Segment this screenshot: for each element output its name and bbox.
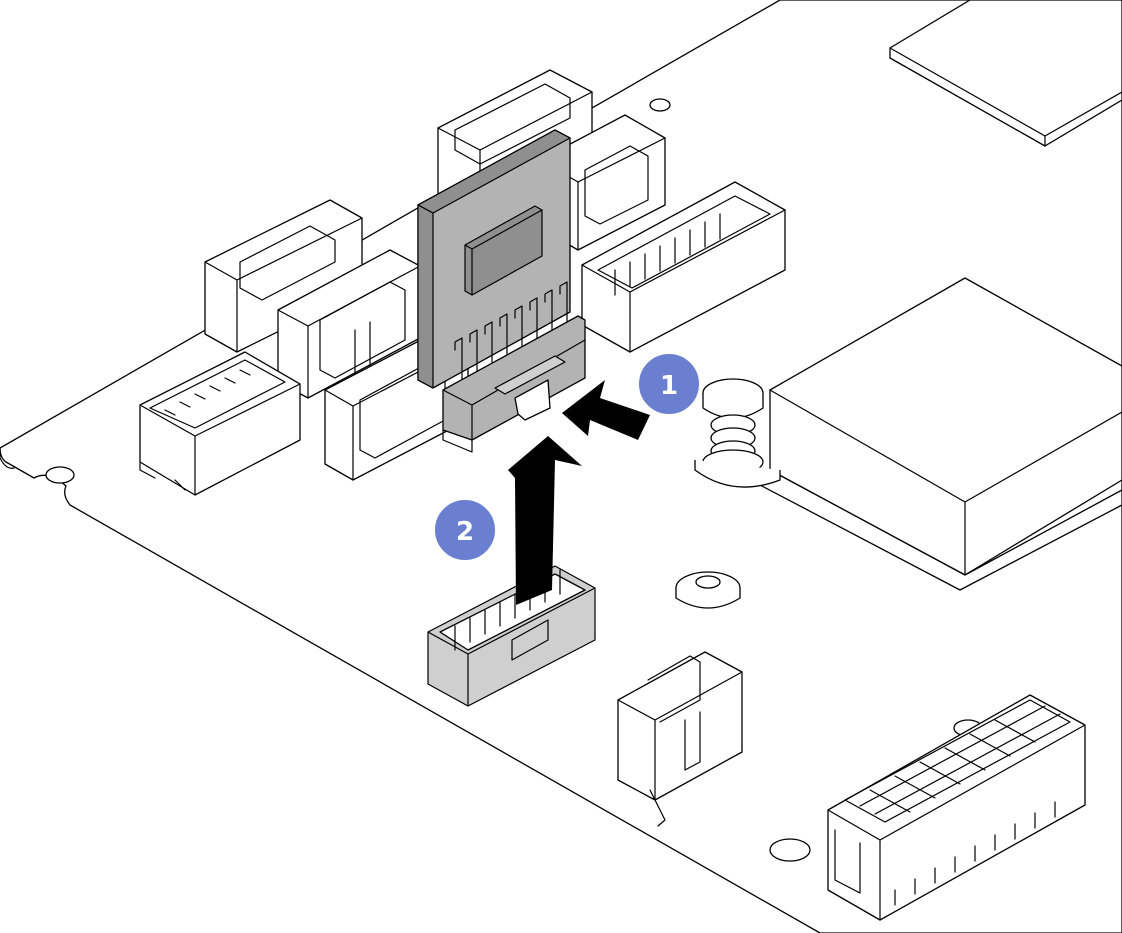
callout-step-2: 2	[433, 498, 497, 562]
two-pin-connector	[617, 651, 743, 827]
pin-header-top-right	[581, 181, 786, 353]
usb-connector	[139, 351, 301, 496]
standoff	[675, 571, 741, 609]
arrow-push-left	[562, 380, 650, 440]
callout-step-1: 1	[637, 352, 701, 416]
spring-screw	[694, 378, 781, 488]
callout-step-2-label: 2	[456, 517, 474, 547]
tpm-module	[417, 129, 586, 453]
arrow-push-up	[508, 436, 582, 605]
sata-connector-1	[204, 199, 363, 353]
chip-top-right	[889, 0, 1122, 147]
heatsink	[759, 277, 1122, 591]
callout-step-1-label: 1	[660, 371, 678, 401]
power-connector	[827, 694, 1086, 921]
